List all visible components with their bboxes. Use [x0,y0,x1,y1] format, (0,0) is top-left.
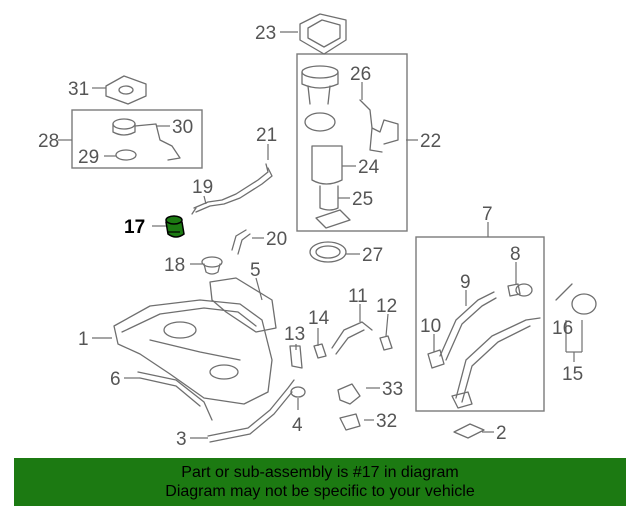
leader-lines [58,31,583,439]
part-1-fuel-tank [113,299,273,405]
part-31-plate [105,75,147,105]
callout-2: 2 [496,423,507,444]
callout-14: 14 [308,308,330,329]
part-23-cover [299,13,347,55]
part-19-21-vent-tube [191,163,273,215]
callout-26: 26 [350,64,371,85]
callout-18: 18 [164,255,185,276]
notice-line-2: Diagram may not be specific to your vehi… [165,483,475,500]
notice-line-1: Part or sub-assembly is #17 in diagram [181,464,459,481]
parts-diagram: 23 31 28 30 29 26 22 24 25 27 21 19 20 1… [38,13,597,450]
notice-banner: Part or sub-assembly is #17 in diagram D… [14,458,626,506]
callout-32: 32 [376,411,397,432]
callout-15: 15 [562,364,583,385]
callout-1: 1 [78,329,89,350]
part-2-pad [453,423,485,439]
part-pump-assembly [301,65,399,229]
callout-17: 17 [124,217,145,238]
callout-23: 23 [255,23,276,44]
callout-11: 11 [348,286,368,307]
callout-30: 30 [172,117,193,138]
part-17-highlighted [165,215,185,238]
callout-33: 33 [382,379,403,400]
box-7 [415,236,545,412]
part-6-strap [137,371,213,421]
callout-6: 6 [110,369,121,390]
part-30-sender [112,118,181,161]
part-brackets-low [337,383,361,431]
box-22 [296,53,408,232]
callout-25: 25 [352,189,373,210]
callout-7: 7 [482,204,493,225]
callout-3: 3 [176,429,187,450]
callout-16: 16 [552,318,573,339]
callout-19: 19 [192,177,213,198]
part-3-strap [207,379,295,443]
callout-24: 24 [358,157,380,178]
part-20-hose [231,229,251,255]
callout-9: 9 [460,272,471,293]
callout-13: 13 [284,324,305,345]
callout-4: 4 [292,415,303,436]
callout-21: 21 [256,125,277,146]
callout-20: 20 [266,229,287,250]
callout-12: 12 [376,296,397,317]
callout-29: 29 [78,147,99,168]
callout-27: 27 [362,245,383,266]
part-16-cap [555,283,597,315]
part-18-valve [201,256,223,275]
part-hoses-mid [289,321,393,369]
callout-22: 22 [420,131,441,152]
part-27-gasket [309,241,347,263]
part-5-shield [209,277,277,333]
callout-28: 28 [38,131,59,152]
box-28 [71,109,203,169]
callout-8: 8 [510,244,521,265]
part-29-ring [115,149,137,161]
callout-5: 5 [250,260,261,281]
part-4-grommet [290,386,306,398]
part-7-filler-pipe [427,283,541,409]
callout-10: 10 [420,316,441,337]
callout-31: 31 [68,79,89,100]
